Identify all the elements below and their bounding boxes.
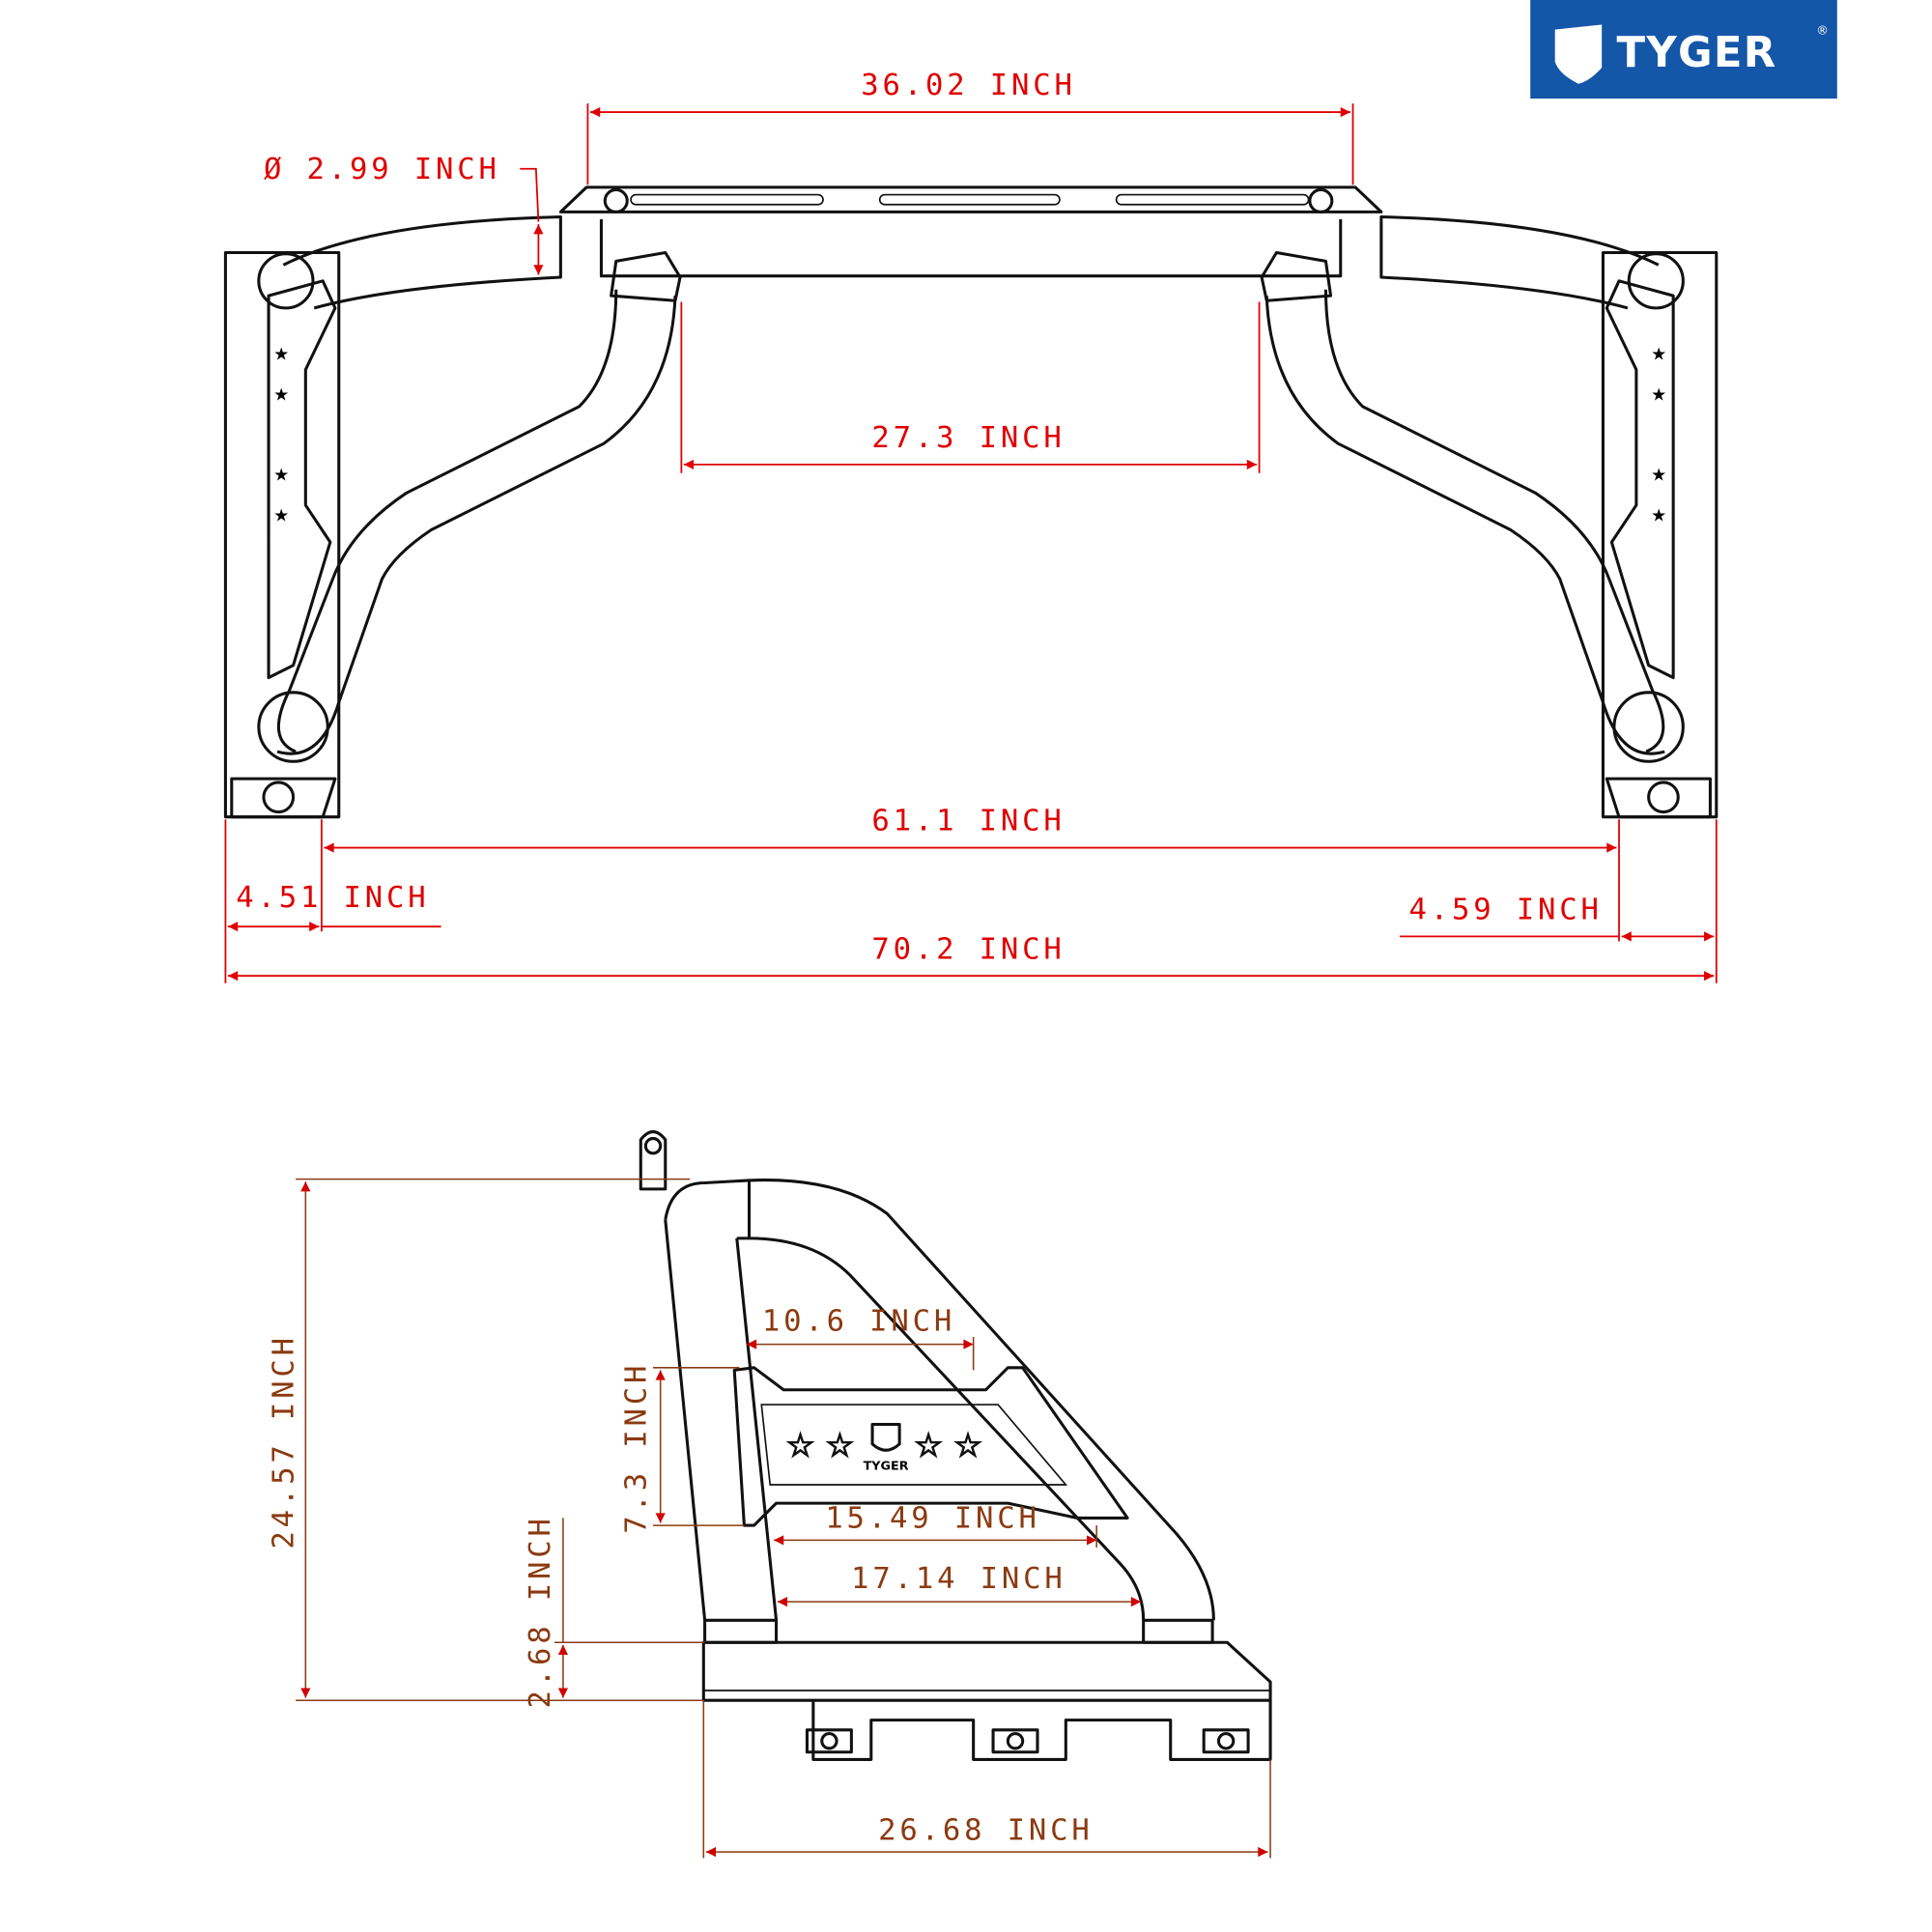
top-dimensions: 36.02 INCH Ø 2.99 INCH 27.3 INCH 61.1 IN… [224,69,1718,983]
star-icon: ★ [1651,385,1666,405]
star-icon: ☆ [826,1429,855,1464]
dim-overall-width: 70.2 INCH [871,932,1065,966]
star-icon: ★ [1651,506,1666,526]
dim-base-length: 26.68 INCH [878,1813,1094,1847]
dim-plate-top: 10.6 INCH [762,1305,955,1339]
plate-logo-text: TYGER [864,1460,909,1474]
logo-text: TYGER [1616,29,1776,77]
star-icon: ☆ [914,1429,943,1464]
star-icon: ★ [273,506,289,526]
star-icon: ☆ [786,1429,815,1464]
star-icon: ★ [273,344,289,363]
shield-icon [870,1422,901,1452]
dim-plate-height: 7.3 INCH [619,1362,653,1534]
star-icon: ★ [273,465,289,484]
top-view: ★ ★ ★ ★ ★ ★ ★ ★ [223,185,1719,819]
star-icon: ☆ [953,1429,982,1464]
dim-inner-width: 27.3 INCH [871,421,1065,455]
dim-mount-span: 61.1 INCH [871,805,1065,838]
dim-top-width: 36.02 INCH [861,69,1076,102]
dim-right-offset: 4.59 INCH [1409,894,1603,927]
star-icon: ★ [1651,344,1666,363]
dim-leg-span: 17.14 INCH [851,1562,1066,1596]
dim-tube-diameter: Ø 2.99 INCH [264,153,500,186]
dim-plate-bottom: 15.49 INCH [825,1502,1040,1536]
star-icon: ★ [1651,465,1666,484]
side-dimensions: 24.57 INCH 10.6 INCH 7.3 INCH 15.49 INCH… [268,1178,1271,1859]
registered-mark: ® [1816,24,1829,39]
dim-base-height: 2.68 INCH [524,1515,557,1708]
tyger-logo: TYGER ® [1530,0,1837,99]
side-view: ☆ ☆ ☆ ☆ TYGER [639,1130,1272,1761]
shield-icon [1554,24,1603,84]
dim-height: 24.57 INCH [268,1334,301,1549]
star-icon: ★ [273,385,289,405]
dim-left-offset: 4.51 INCH [236,881,429,915]
